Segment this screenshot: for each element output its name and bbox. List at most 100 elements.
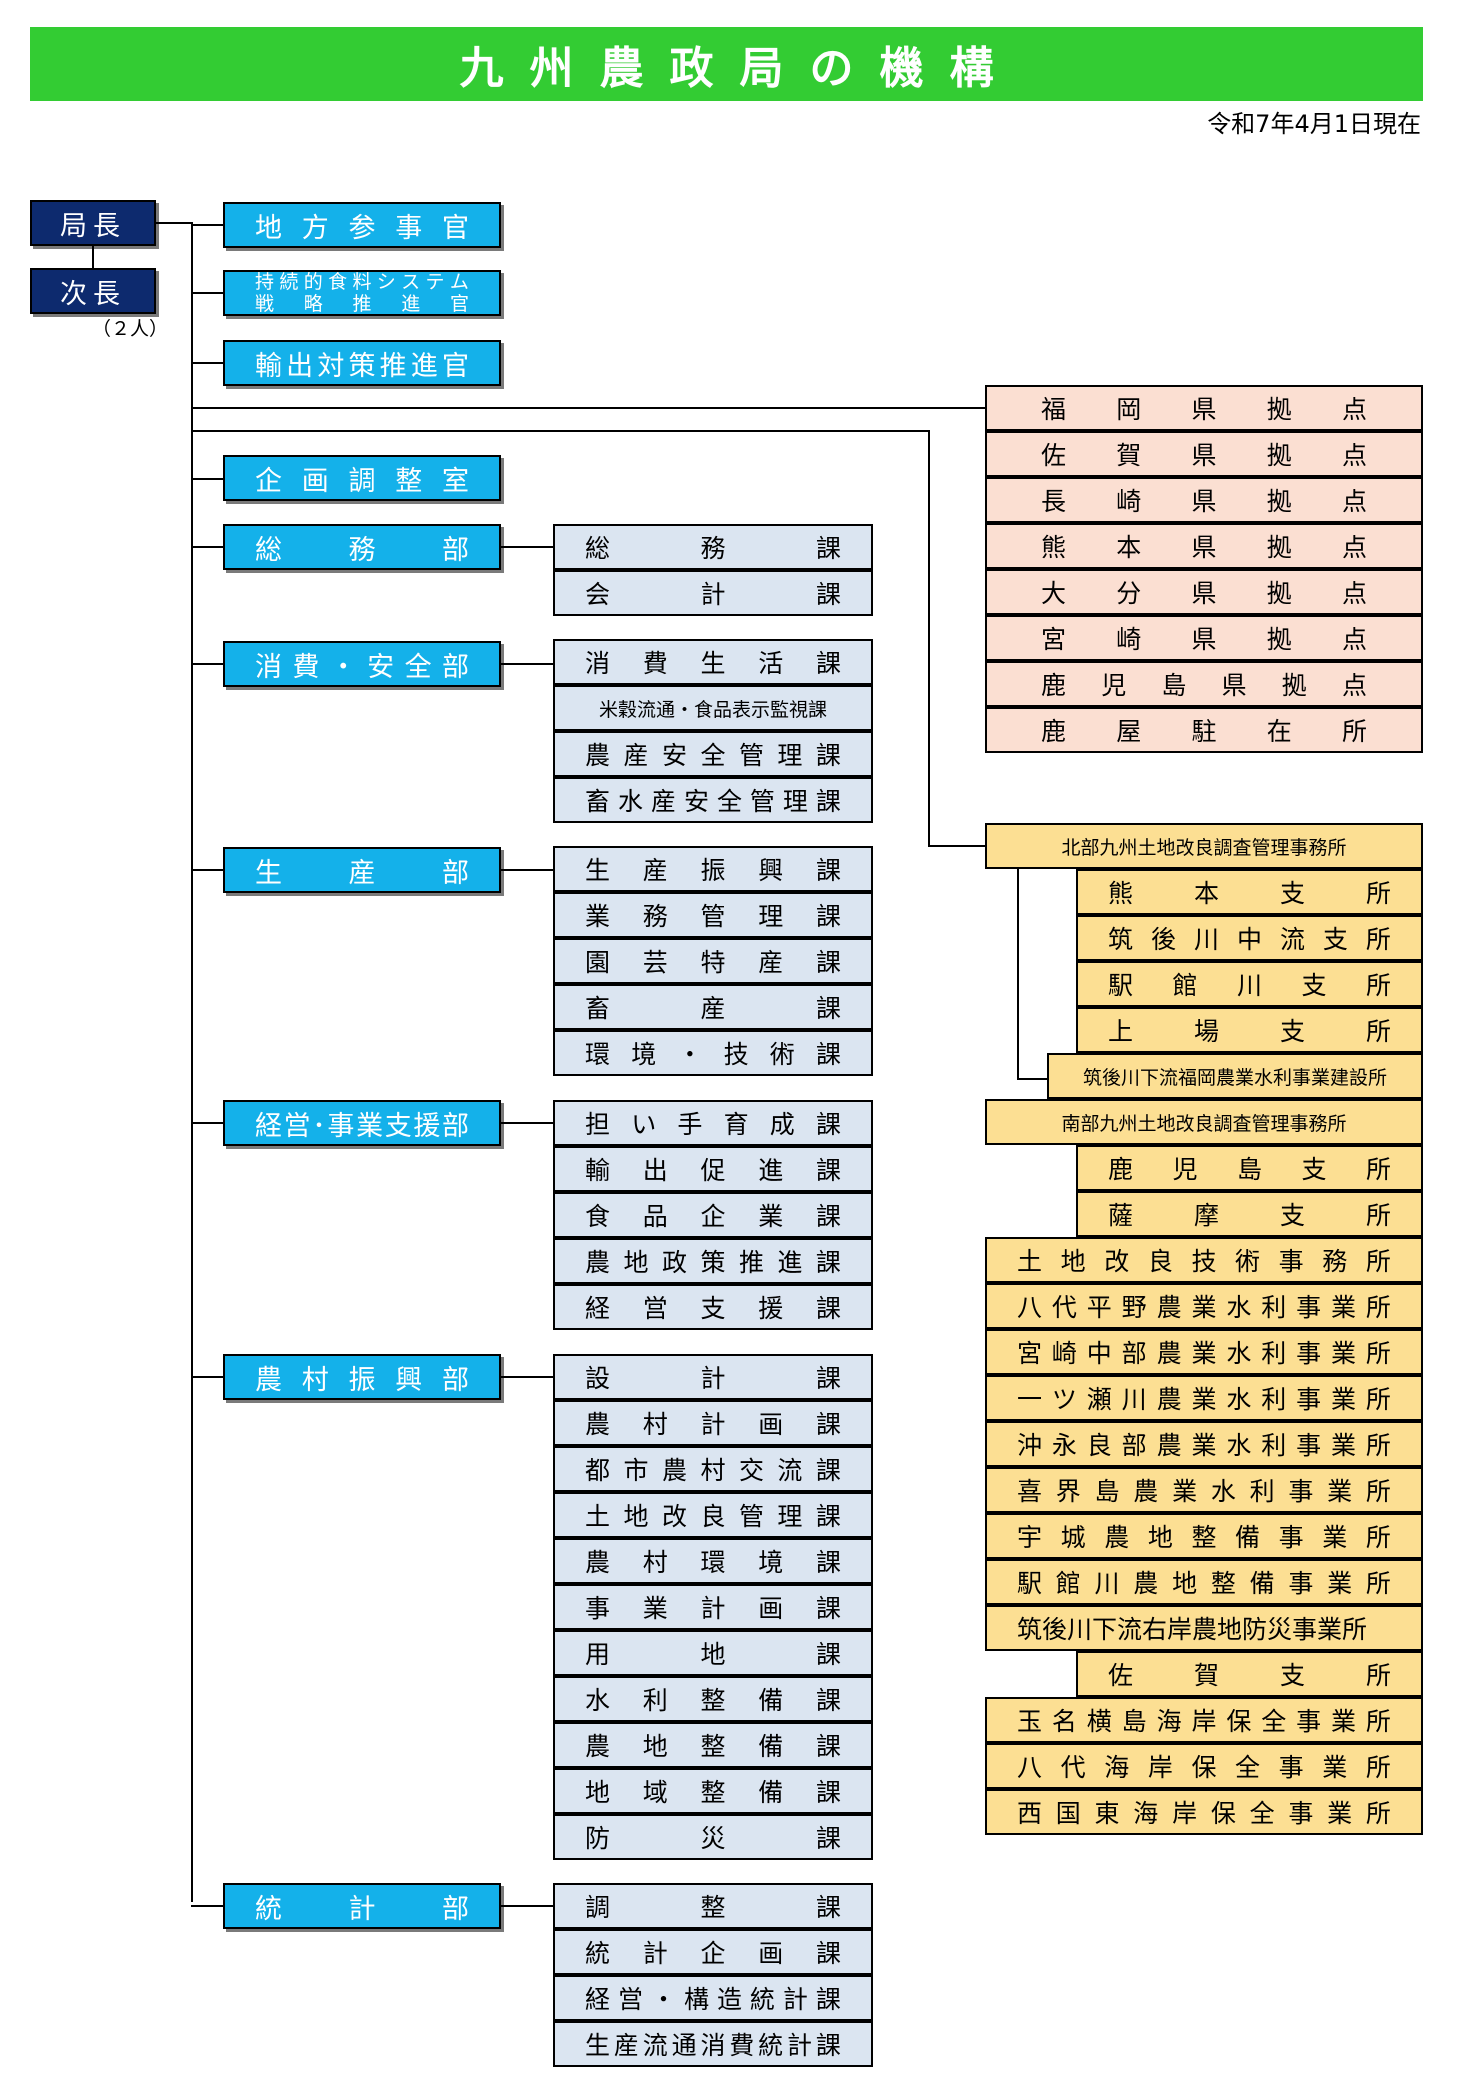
section-box: 総務課: [553, 524, 873, 570]
connector-line: [191, 292, 223, 294]
connector-line: [928, 845, 985, 847]
section-box: 米穀流通・食品表示監視課: [553, 685, 873, 731]
base-office-box: 鹿屋駐在所: [985, 707, 1423, 753]
page-title: 九州農政局の機構: [30, 27, 1423, 101]
as-of-date: 令和7年4月1日現在: [1207, 110, 1421, 138]
project-office-box: 土地改良技術事務所: [985, 1237, 1423, 1283]
connector-line: [191, 362, 223, 364]
section-box: 調整課: [553, 1883, 873, 1929]
connector-line: [191, 1905, 223, 1907]
section-box: 防災課: [553, 1814, 873, 1860]
section-box: 地域整備課: [553, 1768, 873, 1814]
construction-office-box: 筑後川下流福岡農業水利事業建設所: [1047, 1053, 1423, 1099]
section-box: 業務管理課: [553, 892, 873, 938]
connector-line: [156, 222, 191, 224]
branch-office-box: 薩摩支所: [1076, 1191, 1423, 1237]
project-office-box: 筑後川下流右岸農地防災事業所: [985, 1605, 1423, 1651]
connector-line: [92, 246, 94, 268]
section-box: 農地政策推進課: [553, 1238, 873, 1284]
coast-office-box: 八代海岸保全事業所: [985, 1743, 1423, 1789]
base-office-box: 長崎県拠点: [985, 477, 1423, 523]
section-box: 担い手育成課: [553, 1100, 873, 1146]
section-box: 畜産課: [553, 984, 873, 1030]
connector-line: [191, 224, 223, 226]
connector-line: [191, 222, 193, 1902]
deputy-count: （２人）: [92, 318, 169, 340]
coast-office-box: 玉名横島海岸保全事業所: [985, 1697, 1423, 1743]
branch-office-box: 佐賀支所: [1076, 1651, 1423, 1697]
connector-line: [501, 1122, 553, 1124]
section-box: 用地課: [553, 1630, 873, 1676]
connector-line: [501, 1376, 553, 1378]
section-box: 事業計画課: [553, 1584, 873, 1630]
department-box: 農村振興部: [223, 1354, 501, 1400]
branch-office-box: 熊本支所: [1076, 869, 1423, 915]
connector-line: [553, 869, 555, 871]
connector-line: [191, 869, 223, 871]
project-office-box: 一ツ瀬川農業水利事業所: [985, 1375, 1423, 1421]
section-box: 農村計画課: [553, 1400, 873, 1446]
staff-label-line: 持続的食料システム: [255, 271, 469, 293]
connector-line: [553, 663, 555, 665]
base-office-box: 大分県拠点: [985, 569, 1423, 615]
section-box: 食品企業課: [553, 1192, 873, 1238]
section-box: 農地整備課: [553, 1722, 873, 1768]
staff-box: 輸出対策推進官: [223, 340, 501, 386]
base-office-box: 宮崎県拠点: [985, 615, 1423, 661]
connector-line: [191, 430, 930, 432]
section-box: 消費生活課: [553, 639, 873, 685]
department-box: 統計部: [223, 1883, 501, 1929]
planning-office-box: 企画調整室: [223, 455, 501, 501]
connector-line: [191, 478, 223, 480]
project-office-box: 喜界島農業水利事業所: [985, 1467, 1423, 1513]
section-box: 経営・構造統計課: [553, 1975, 873, 2021]
branch-office-box: 上場支所: [1076, 1007, 1423, 1053]
project-office-box: 宇城農地整備事業所: [985, 1513, 1423, 1559]
project-office-box: 宮崎中部農業水利事業所: [985, 1329, 1423, 1375]
project-office-box: 沖永良部農業水利事業所: [985, 1421, 1423, 1467]
branch-office-box: 鹿児島支所: [1076, 1145, 1423, 1191]
connector-line: [501, 546, 553, 548]
section-box: 生産振興課: [553, 846, 873, 892]
section-box: 水利整備課: [553, 1676, 873, 1722]
section-box: 都市農村交流課: [553, 1446, 873, 1492]
section-box: 土地改良管理課: [553, 1492, 873, 1538]
branch-office-box: 筑後川中流支所: [1076, 915, 1423, 961]
connector-line: [1017, 1078, 1047, 1080]
base-office-box: 鹿児島県拠点: [985, 661, 1423, 707]
connector-line: [191, 1376, 223, 1378]
project-office-box: 八代平野農業水利事業所: [985, 1283, 1423, 1329]
staff-box-sustainable: 持続的食料システム戦略推進官: [223, 270, 501, 316]
coast-office-box: 西国東海岸保全事業所: [985, 1789, 1423, 1835]
section-box: 設計課: [553, 1354, 873, 1400]
section-box: 農村環境課: [553, 1538, 873, 1584]
connector-line: [553, 1376, 555, 1378]
connector-line: [191, 1122, 223, 1124]
base-office-box: 佐賀県拠点: [985, 431, 1423, 477]
connector-line: [501, 869, 553, 871]
connector-line: [553, 1122, 555, 1124]
section-box: 会計課: [553, 570, 873, 616]
connector-line: [191, 663, 223, 665]
field-office-north: 北部九州土地改良調査管理事務所: [985, 823, 1423, 869]
connector-line: [1017, 869, 1019, 1078]
section-box: 園芸特産課: [553, 938, 873, 984]
project-office-box: 駅館川農地整備事業所: [985, 1559, 1423, 1605]
staff-box: 地方参事官: [223, 202, 501, 248]
director-box: 局長: [30, 200, 156, 246]
section-box: 統計企画課: [553, 1929, 873, 1975]
connector-line: [191, 546, 223, 548]
department-box: 生産部: [223, 847, 501, 893]
deputy-box: 次長: [30, 268, 156, 314]
connector-line: [928, 430, 930, 846]
department-box: 総務部: [223, 524, 501, 570]
section-box: 環境・技術課: [553, 1030, 873, 1076]
staff-label-line: 戦略推進官: [255, 293, 469, 315]
connector-line: [501, 663, 553, 665]
section-box: 生産流通消費統計課: [553, 2021, 873, 2067]
branch-office-box: 駅館川支所: [1076, 961, 1423, 1007]
field-office-south: 南部九州土地改良調査管理事務所: [985, 1099, 1423, 1145]
section-box: 畜水産安全管理課: [553, 777, 873, 823]
section-box: 農産安全管理課: [553, 731, 873, 777]
section-box: 経営支援課: [553, 1284, 873, 1330]
